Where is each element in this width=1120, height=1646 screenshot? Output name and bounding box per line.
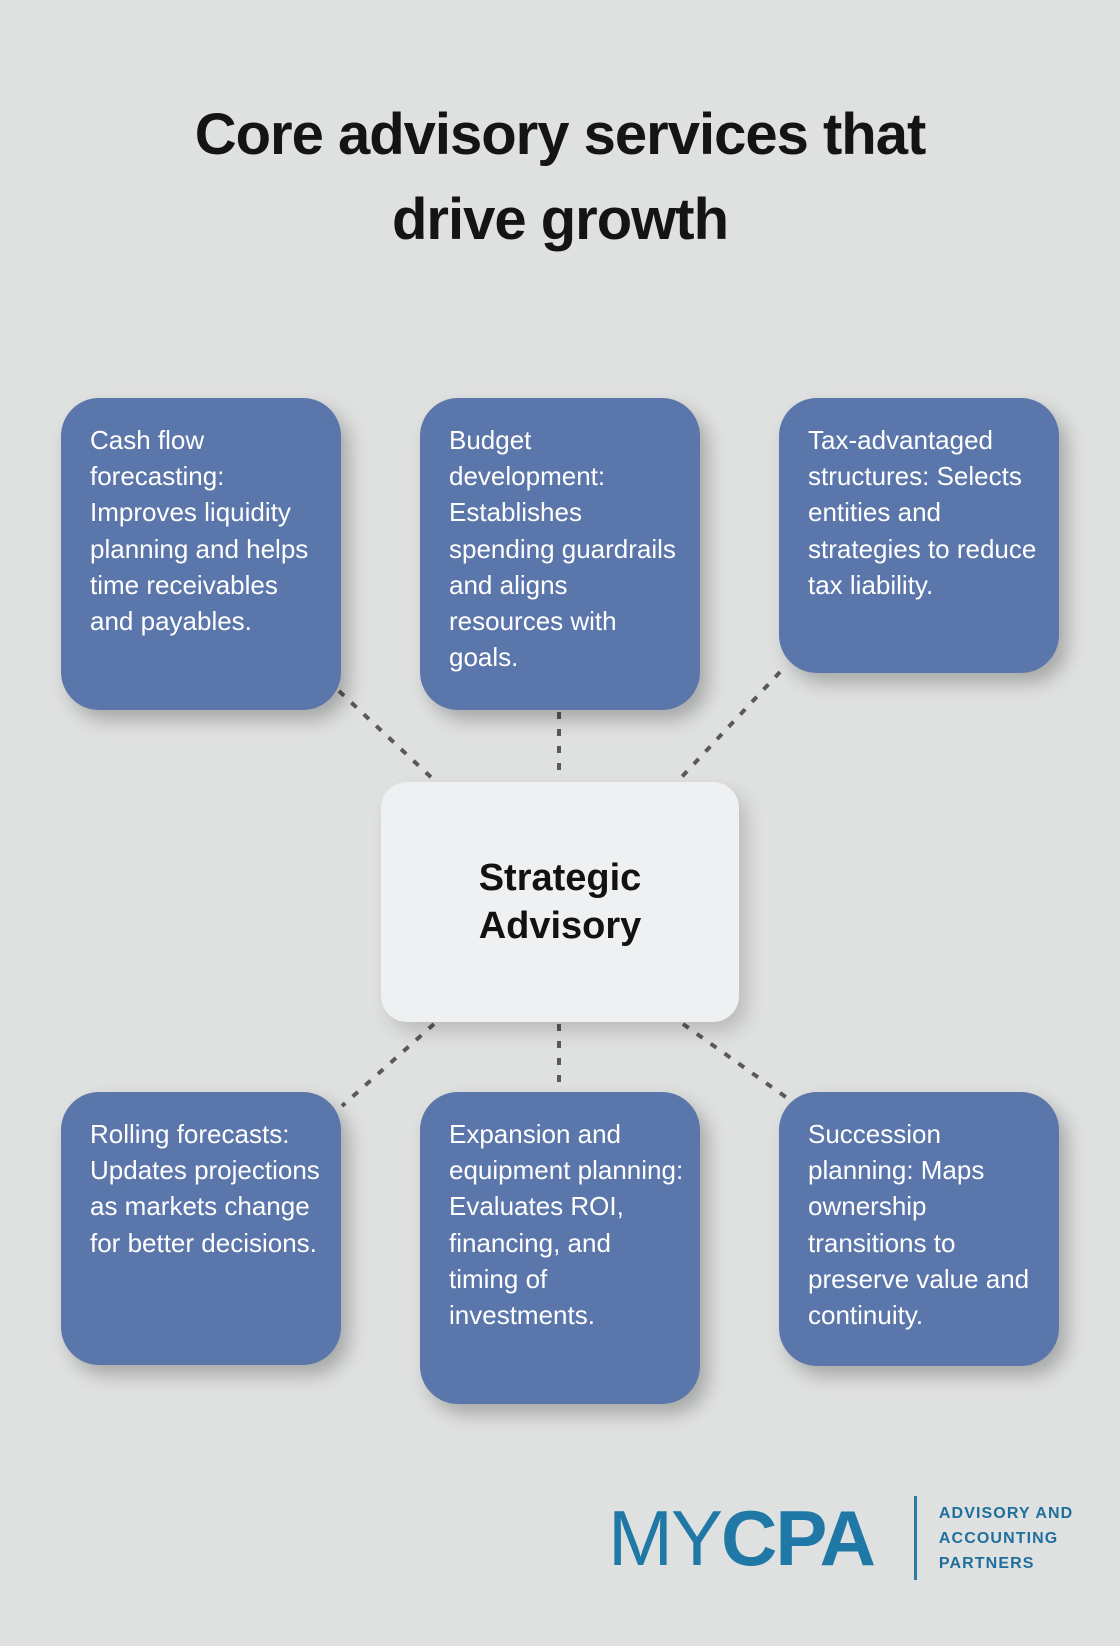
logo-divider xyxy=(913,1496,917,1580)
brand-logo: MYCPA ADVISORY AND ACCOUNTING PARTNERS xyxy=(608,1496,1073,1580)
service-card-cash-flow-forecasting: Cash flow forecasting: Improves liquidit… xyxy=(61,398,341,710)
service-card-text: Budget development: Establishes spending… xyxy=(449,425,676,673)
logo-tagline-line-2: ACCOUNTING xyxy=(938,1529,1059,1547)
service-card-text: Tax-advantaged structures: Selects entit… xyxy=(808,425,1037,600)
logo-tagline-line-3: PARTNERS xyxy=(938,1554,1035,1572)
page-title-line-1: Core advisory services that xyxy=(194,102,927,167)
service-card-tax-advantaged-structures: Tax-advantaged structures: Selects entit… xyxy=(779,398,1059,673)
connector-bottom-right xyxy=(681,1022,799,1107)
service-card-expansion-equipment-planning: Expansion and equipment planning: Evalua… xyxy=(420,1092,700,1404)
service-card-text: Expansion and equipment planning: Evalua… xyxy=(449,1119,684,1331)
service-card-rolling-forecasts: Rolling forecasts: Updates projections a… xyxy=(61,1092,341,1365)
center-node-strategic-advisory: Strategic Advisory xyxy=(381,782,739,1022)
connector-top-left xyxy=(337,689,436,782)
logo-wordmark-my: MY xyxy=(608,1494,723,1582)
logo-wordmark-cpa: CPA xyxy=(721,1494,876,1582)
connector-top-right xyxy=(675,670,782,784)
logo-tagline: ADVISORY AND ACCOUNTING PARTNERS xyxy=(939,1501,1073,1576)
page-title-line-2: drive growth xyxy=(391,187,729,252)
service-card-succession-planning: Succession planning: Maps ownership tran… xyxy=(779,1092,1059,1366)
service-card-budget-development: Budget development: Establishes spending… xyxy=(420,398,700,710)
connector-bottom-left xyxy=(340,1022,436,1108)
logo-tagline-line-1: ADVISORY AND xyxy=(938,1504,1074,1522)
logo-wordmark: MYCPA xyxy=(608,1494,876,1582)
center-node-label: Strategic Advisory xyxy=(478,857,642,947)
service-card-text: Succession planning: Maps ownership tran… xyxy=(808,1119,1030,1331)
service-card-text: Rolling forecasts: Updates projections a… xyxy=(90,1119,320,1258)
service-card-text: Cash flow forecasting: Improves liquidit… xyxy=(90,425,309,637)
page-title: Core advisory services that drive growth xyxy=(0,92,1120,262)
